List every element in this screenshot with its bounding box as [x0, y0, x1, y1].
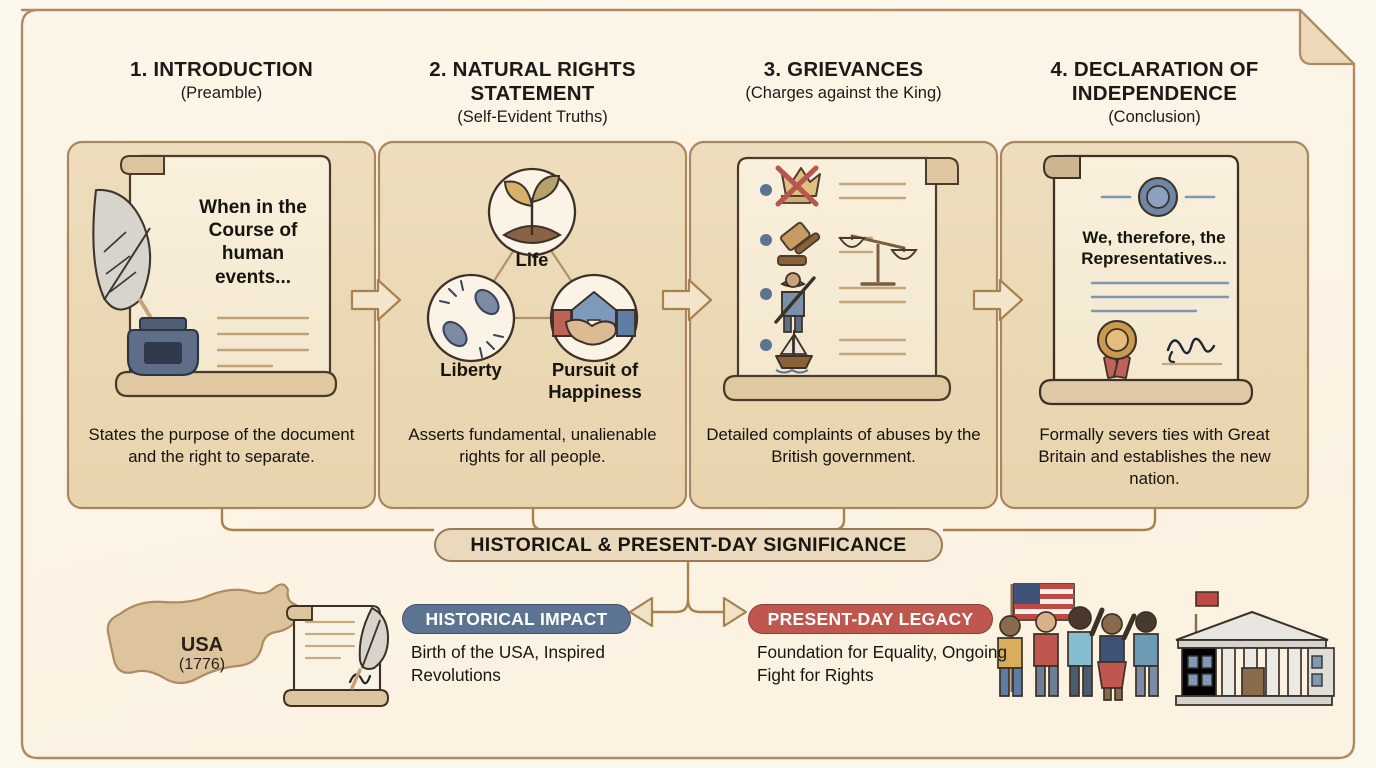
quill-icon — [92, 188, 164, 338]
crowd-figure-5 — [1133, 611, 1159, 697]
historical-impact-text: Birth of the USA, Inspired Revolutions — [411, 642, 605, 685]
significance-banner: HISTORICAL & PRESENT-DAY SIGNIFICANCE — [434, 528, 943, 562]
grievance-scroll-illustration — [722, 156, 959, 402]
column-subtitle: (Charges against the King) — [745, 83, 942, 102]
historical-impact-pill[interactable]: HISTORICAL IMPACT — [402, 604, 631, 634]
signed-document-quill-icon — [282, 604, 390, 707]
caption-declaration: Formally severs ties with Great Britain … — [1038, 425, 1271, 489]
ship-icon — [775, 330, 813, 374]
scroll-bottom-roll — [114, 370, 338, 398]
arrow-right-present — [722, 596, 748, 628]
arrow-2-to-3 — [661, 278, 713, 322]
soldier-icon — [774, 272, 816, 333]
flow-arrows — [350, 278, 1024, 322]
arrow-left-historical — [628, 596, 654, 628]
certificate-lines — [1090, 281, 1230, 313]
column-header-introduction: 1. INTRODUCTION (Preamble) — [68, 58, 375, 103]
right-label-liberty: Liberty — [440, 359, 502, 380]
usa-map-icon — [106, 583, 302, 685]
column-subtitle: (Conclusion) — [1108, 107, 1201, 126]
caption-grievances: Detailed complaints of abuses by the Bri… — [706, 425, 981, 467]
column-title: 2. NATURAL RIGHTS STATEMENT — [429, 58, 636, 105]
crowd-figure-3 — [1067, 606, 1105, 697]
column-header-declaration: 4. DECLARATION OF INDEPENDENCE (Conclusi… — [1001, 58, 1308, 127]
crowd-with-flag-icon — [997, 583, 1159, 701]
usa-map-label: USA — [180, 634, 224, 656]
arrow-3-to-4 — [972, 278, 1024, 322]
caption-natural-rights: Asserts fundamental, unalienable rights … — [408, 425, 657, 467]
caption-introduction: States the purpose of the document and t… — [88, 425, 355, 467]
column-subtitle: (Preamble) — [180, 83, 263, 102]
crossed-crown-icon — [775, 165, 821, 207]
significance-fork — [652, 562, 724, 614]
break-sparks — [439, 280, 504, 358]
arrow-1-to-2 — [350, 278, 402, 322]
ribbon-medal-icon — [1096, 319, 1138, 379]
column-title: 1. INTRODUCTION — [130, 58, 313, 81]
crowd-figure-4 — [1097, 613, 1137, 701]
wax-seal-icon — [1137, 176, 1179, 218]
pursuit-node — [549, 273, 639, 363]
right-label-pursuit: Pursuit of Happiness — [548, 359, 642, 402]
usa-map-year: (1776) — [178, 656, 226, 673]
column-title: 3. GRIEVANCES — [763, 58, 924, 81]
certificate-illustration — [1038, 154, 1254, 406]
small-quill-icon — [350, 607, 389, 690]
column-subtitle: (Self-Evident Truths) — [457, 107, 608, 126]
grievance-bullets — [760, 184, 772, 351]
gavel-icon — [777, 221, 821, 266]
inkwell-icon — [126, 317, 200, 377]
declaration-quote: We, therefore, the Representatives... — [1081, 228, 1227, 268]
crowd-figure-1 — [997, 615, 1023, 697]
present-day-legacy-pill[interactable]: PRESENT-DAY LEGACY — [748, 604, 993, 634]
government-building-icon — [1175, 591, 1335, 706]
column-header-natural-rights: 2. NATURAL RIGHTS STATEMENT (Self-Eviden… — [379, 58, 686, 127]
rights-triangle-illustration — [426, 167, 639, 363]
column-header-grievances: 3. GRIEVANCES (Charges against the King) — [690, 58, 997, 103]
scroll-text-lines — [216, 316, 310, 368]
crowd-figure-2 — [1033, 611, 1059, 697]
right-label-life: Life — [515, 249, 549, 270]
preamble-quote: When in the Course of human events... — [199, 197, 307, 288]
column-title: 4. DECLARATION OF INDEPENDENCE — [1050, 58, 1259, 105]
unbalanced-scales-icon — [838, 234, 918, 286]
grievance-lines — [838, 182, 907, 356]
scroll-quill-illustration — [92, 154, 338, 398]
liberty-node — [426, 273, 516, 363]
fork-arrowheads — [628, 596, 748, 628]
signature-icon — [1162, 337, 1222, 366]
life-node — [487, 167, 577, 257]
present-day-legacy-text: Foundation for Equality, Ongoing Fight f… — [757, 642, 1008, 685]
